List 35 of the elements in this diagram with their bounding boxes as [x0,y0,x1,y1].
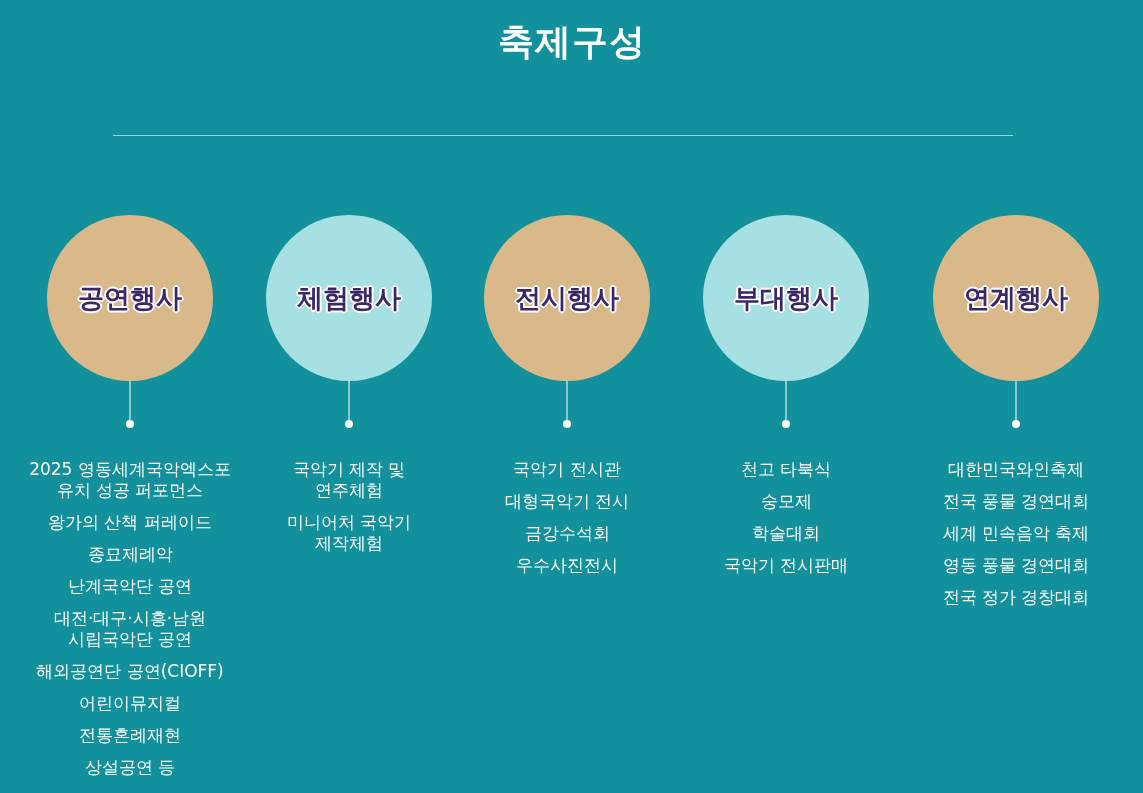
list-item: 전국 정가 경창대회 [942,587,1090,608]
pin-line [782,380,790,428]
list-item: 왕가의 산책 퍼레이드 [48,512,212,533]
category-label: 공연행사 [78,281,182,315]
list-item: 우수사진전시 [516,555,618,576]
list-item: 학술대회 [752,523,820,544]
title: 축제구성 [497,21,646,62]
pin-line [563,380,571,428]
list-item: 숭모제 [760,491,812,512]
pin-line [1012,380,1020,428]
list-item: 국악기 전시판매 [723,555,849,576]
pin-line [345,380,353,428]
list-item: 미니어처 국악기 제작체험 [285,512,413,554]
list-item: 금강수석회 [524,523,610,544]
list-item: 대형국악기 전시 [504,491,630,512]
list-item: 전국 풍물 경연대회 [942,491,1090,512]
list-item: 어린이뮤지컬 [79,693,181,714]
list-item: 해외공연단 공연(CIOFF) [36,661,224,682]
pin-line [126,380,134,428]
list-item: 세계 민속음악 축제 [942,523,1090,544]
list-item: 대전·대구·시흥·남원 시립국악단 공연 [52,608,208,650]
list-item: 영동 풍물 경연대회 [942,555,1090,576]
list-item: 천고 타북식 [740,459,832,480]
list-item: 국악기 제작 및 연주체험 [291,459,407,501]
category-label: 체험행사 [297,281,401,315]
category-label: 연계행사 [964,281,1068,315]
category-label: 부대행사 [734,281,838,315]
category-label: 전시행사 [515,281,619,315]
list-item: 상설공연 등 [84,757,176,778]
list-item: 2025 영동세계국악엑스포 유치 성공 퍼포먼스 [28,459,232,501]
list-item: 전통혼례재현 [79,725,181,746]
list-item: 국악기 전시관 [513,459,621,480]
list-item: 대한민국와인축제 [948,459,1084,480]
list-item: 난계국악단 공연 [67,576,193,597]
list-item: 종묘제례악 [87,544,173,565]
